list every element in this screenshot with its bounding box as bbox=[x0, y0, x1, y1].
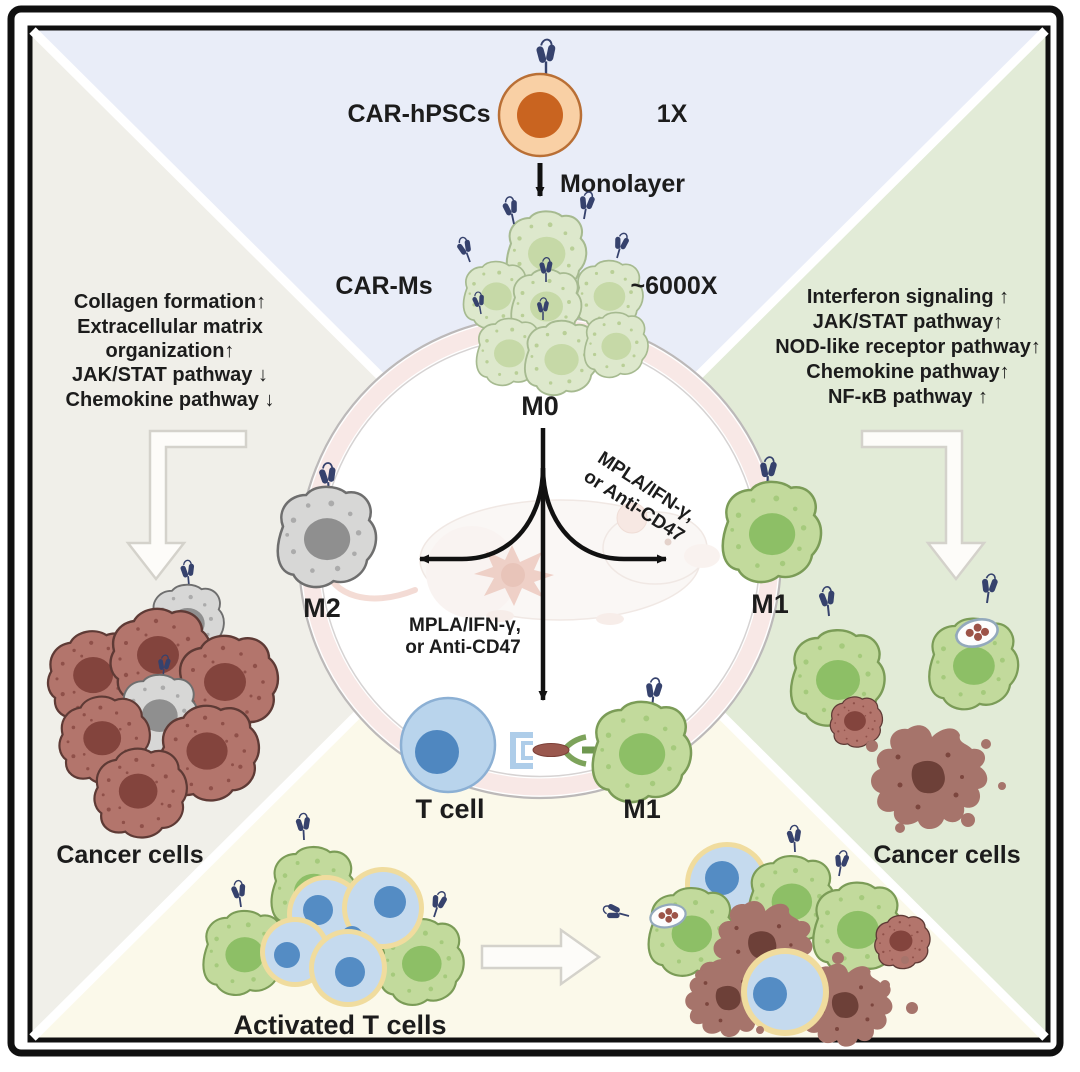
pathway-line: organization↑ bbox=[106, 340, 235, 362]
pathway-line: Chemokine pathway ↓ bbox=[66, 389, 275, 411]
activated-t-cells bbox=[260, 867, 424, 1007]
outer-frame bbox=[7, 5, 1064, 1057]
car-hpscs-label: CAR-hPSCs bbox=[347, 100, 490, 128]
stimulus-line2-bottom: or Anti-CD47 bbox=[405, 637, 520, 658]
m1-bottom-label: M1 bbox=[623, 794, 661, 824]
stimulus-line1-bottom: MPLA/IFN-γ, bbox=[409, 615, 521, 636]
pathway-line: Extracellular matrix bbox=[77, 316, 263, 338]
mouse-illustration bbox=[322, 499, 720, 625]
car-hpsc-cell bbox=[497, 38, 583, 158]
elbow-arrow-left-icon bbox=[125, 429, 248, 582]
pathway-line: JAK/STAT pathway↑ bbox=[813, 311, 1003, 333]
tumor-killing-cluster bbox=[600, 824, 931, 1047]
pathway-line: NF-κB pathway ↑ bbox=[828, 386, 988, 408]
scale-6000x-label: ~6000X bbox=[631, 272, 718, 300]
m2-pathways-panel: Collagen formation↑ Extracellular matrix… bbox=[66, 291, 275, 411]
monolayer-label: Monolayer bbox=[560, 170, 685, 198]
progress-arrow-icon bbox=[480, 927, 602, 987]
t-cell-label: T cell bbox=[415, 794, 484, 824]
t-cell bbox=[399, 696, 497, 794]
car-ms-label: CAR-Ms bbox=[335, 272, 432, 300]
elbow-arrow-right-icon bbox=[860, 429, 987, 582]
cancer-cells-left-label: Cancer cells bbox=[56, 841, 203, 869]
pathway-line: NOD-like receptor pathway↑ bbox=[775, 336, 1041, 358]
m1-right-label: M1 bbox=[751, 589, 789, 619]
cancer-cells-right-label: Cancer cells bbox=[873, 841, 1020, 869]
m1-pathways-panel: Interferon signaling ↑ JAK/STAT pathway↑… bbox=[775, 286, 1041, 408]
m2-label: M2 bbox=[303, 593, 341, 623]
m1-killing-cluster-right bbox=[789, 571, 1020, 833]
activated-t-cell-cluster bbox=[202, 812, 465, 1007]
m0-label: M0 bbox=[521, 391, 559, 421]
pathway-line: Collagen formation↑ bbox=[74, 291, 266, 313]
polarization-arrows bbox=[419, 428, 667, 701]
pathway-line: JAK/STAT pathway ↓ bbox=[72, 364, 268, 386]
pathway-line: Interferon signaling ↑ bbox=[807, 286, 1009, 308]
activated-t-cells-label: Activated T cells bbox=[233, 1010, 446, 1040]
scale-1x-label: 1X bbox=[657, 100, 688, 128]
pathway-line: Chemokine pathway↑ bbox=[806, 361, 1009, 383]
